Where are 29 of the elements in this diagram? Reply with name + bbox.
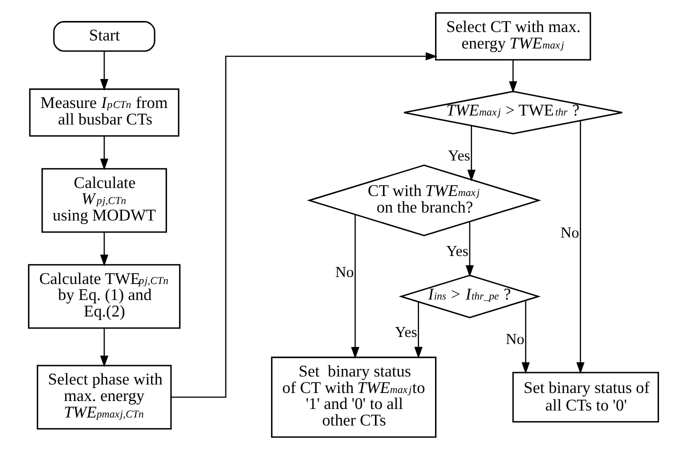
node-box: Calculate Wpj,CTn using MODWT: [40, 168, 167, 233]
node-diamond: CT with TWEmaxj on the branch?: [306, 164, 541, 236]
node-diamond: TWEmaxj > TWEthr ?: [402, 90, 622, 134]
node-box: Set binary status of CT with TWEmaxjto '1' and '0' to all other CTs: [270, 356, 436, 438]
arrow: [100, 328, 108, 368]
node-box: Select CT with max. energy TWEmaxj: [434, 12, 591, 61]
edge-label: Yes: [448, 147, 470, 164]
edge-label: No: [334, 264, 354, 281]
arrow: [100, 136, 108, 170]
edge-label: No: [505, 331, 524, 348]
edge-label: Yes: [394, 324, 417, 341]
node-box: Select phase with max. energy TWEpmaxj,CTn: [36, 364, 172, 430]
arrow: [350, 214, 359, 359]
edge-label: No: [560, 224, 579, 242]
edge-label: Yes: [446, 242, 468, 260]
node-box: Set binary status of all CTs to '0': [512, 372, 659, 422]
arrow: [576, 120, 584, 374]
node-box: Calculate TWEpj,CTn by Eq. (1) and Eq.(2): [27, 264, 180, 329]
arrow: [521, 300, 530, 374]
node-diamond: Iins > Ithr_pe ?: [398, 274, 540, 318]
arrow: [508, 60, 517, 93]
node-box: Start: [52, 21, 155, 52]
node-box: Measure IpCTn from all busbar CTs: [28, 88, 179, 137]
arrow: [466, 126, 476, 182]
arrow: [414, 302, 422, 359]
arrow: [100, 51, 108, 91]
arrow: [465, 222, 474, 277]
arrow: [100, 232, 108, 266]
arrow: [170, 52, 437, 398]
